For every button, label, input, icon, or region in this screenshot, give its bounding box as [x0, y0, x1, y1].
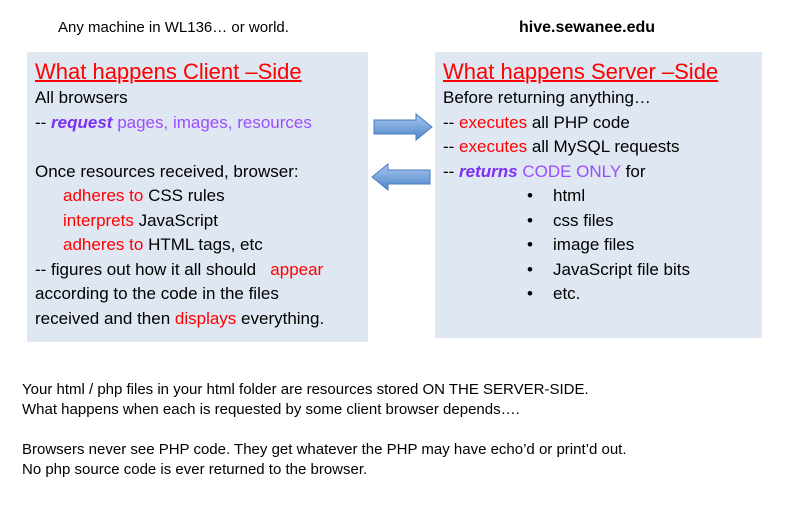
client-request-line: -- request pages, images, resources: [35, 112, 312, 132]
list-item: JavaScript file bits: [527, 258, 754, 283]
client-item: adheres to CSS rules: [63, 186, 225, 205]
client-line: All browsers: [35, 88, 128, 107]
server-line: Before returning anything…: [443, 88, 651, 107]
client-side-box: What happens Client –Side All browsers -…: [27, 52, 368, 342]
returned-types-list: html css files image files JavaScript fi…: [443, 184, 754, 307]
server-hostname: hive.sewanee.edu: [519, 19, 656, 36]
client-line: according to the code in the files: [35, 284, 279, 303]
arrow-left-icon: [371, 163, 431, 191]
client-line: received and then displays everything.: [35, 308, 325, 328]
list-item: html: [527, 184, 754, 209]
footer-text: Your html / php files in your html folde…: [22, 381, 627, 478]
client-line: Once resources received, browser:: [35, 161, 299, 181]
list-item: css files: [527, 209, 754, 234]
client-title: What happens Client –Side: [35, 59, 302, 84]
server-line: -- returns CODE ONLY for: [443, 161, 646, 181]
server-title: What happens Server –Side: [443, 59, 719, 84]
list-item: etc.: [527, 282, 754, 307]
client-location-label: Any machine in WL136… or world.: [58, 19, 289, 36]
server-side-box: What happens Server –Side Before returni…: [435, 52, 762, 338]
list-item: image files: [527, 233, 754, 258]
server-line: -- executes all MySQL requests: [443, 137, 680, 156]
arrow-right-icon: [373, 113, 433, 141]
client-item: adheres to HTML tags, etc: [63, 235, 263, 254]
client-line: -- figures out how it all should appear: [35, 259, 324, 279]
client-item: interprets JavaScript: [63, 210, 218, 230]
server-line: -- executes all PHP code: [443, 112, 630, 132]
